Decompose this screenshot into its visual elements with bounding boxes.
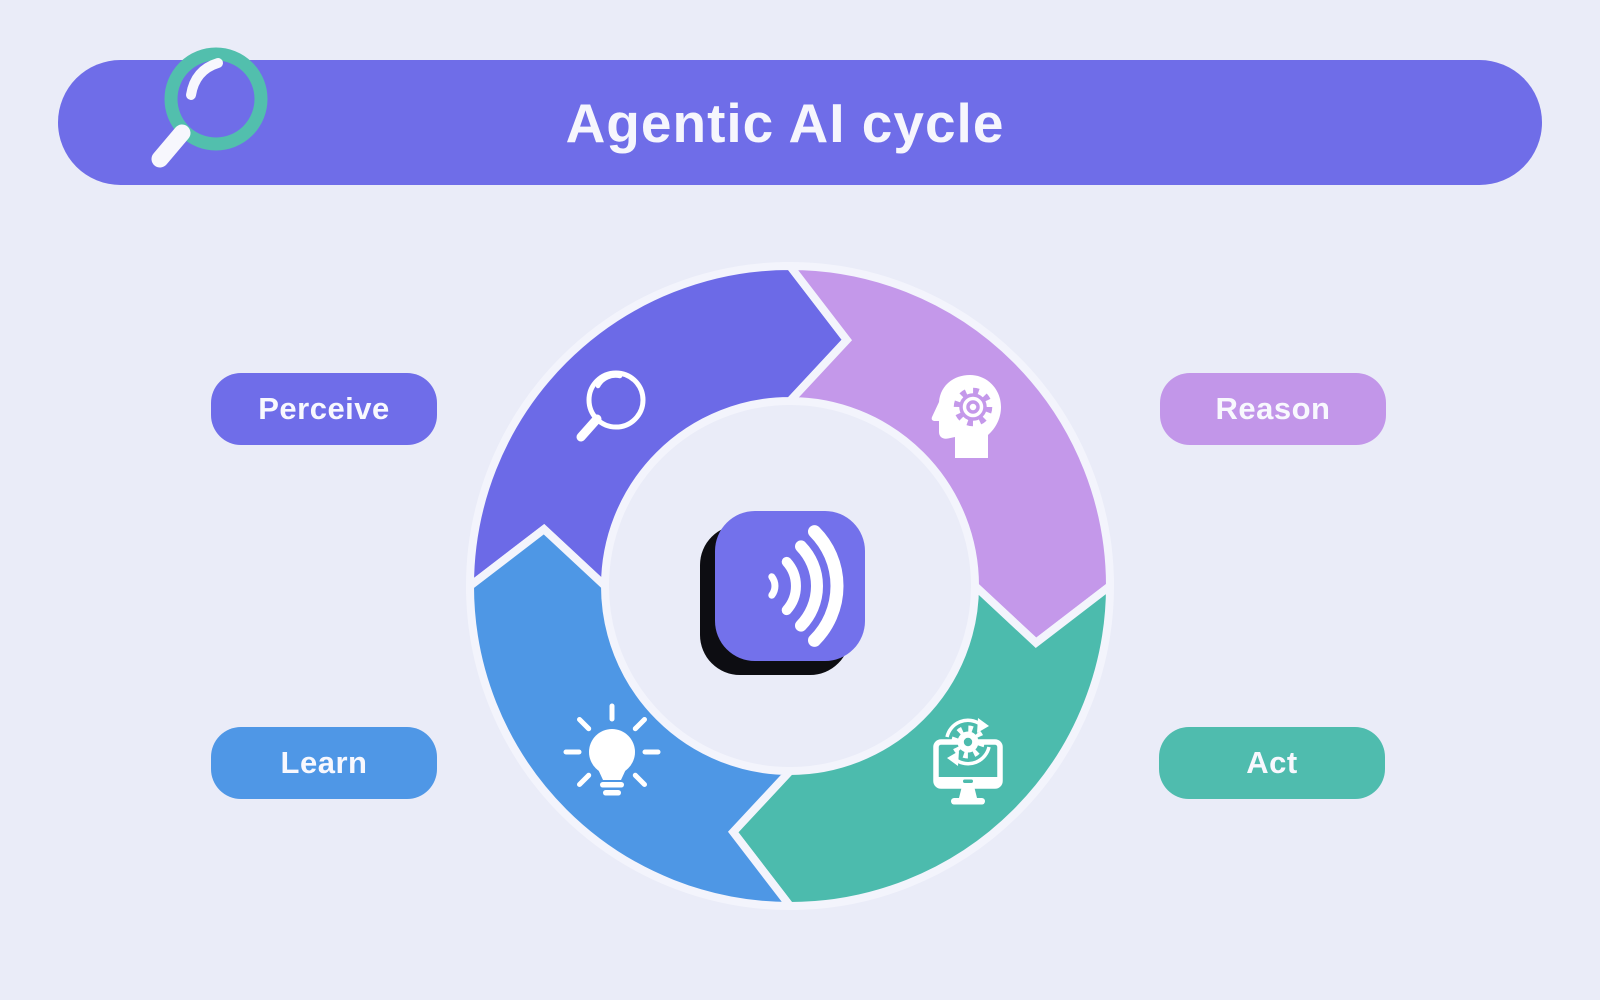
segment-learn [465,523,800,911]
search-icon [576,370,646,442]
label-perceive-text: Perceive [258,391,390,426]
label-learn: Learn [211,727,437,799]
magnifier-ring [164,47,268,151]
label-act: Act [1159,727,1385,799]
monitor-stand [959,786,977,798]
magnifier-handle [151,124,191,168]
bulb-rays [563,703,661,787]
soundwave-icon [768,525,844,647]
label-act-text: Act [1246,745,1298,780]
page-title: Agentic AI cycle [565,91,1005,154]
segment-act [727,576,1115,911]
segment-reason [780,261,1115,649]
segment-perceive [465,261,853,596]
monitor-gear-icon [933,718,1003,805]
lightbulb-icon [563,703,661,796]
label-perceive: Perceive [211,373,437,445]
gear-in-head [953,387,993,427]
label-reason: Reason [1160,373,1386,445]
center-app-icon [700,511,865,675]
gear-refresh [945,718,991,766]
label-learn-text: Learn [280,745,368,780]
label-reason-text: Reason [1215,391,1331,426]
magnifier-highlight [186,58,223,100]
magnifier-logo-icon [151,47,268,168]
title-banner: Agentic AI cycle [58,60,1542,185]
head-gear-icon [931,375,1001,458]
